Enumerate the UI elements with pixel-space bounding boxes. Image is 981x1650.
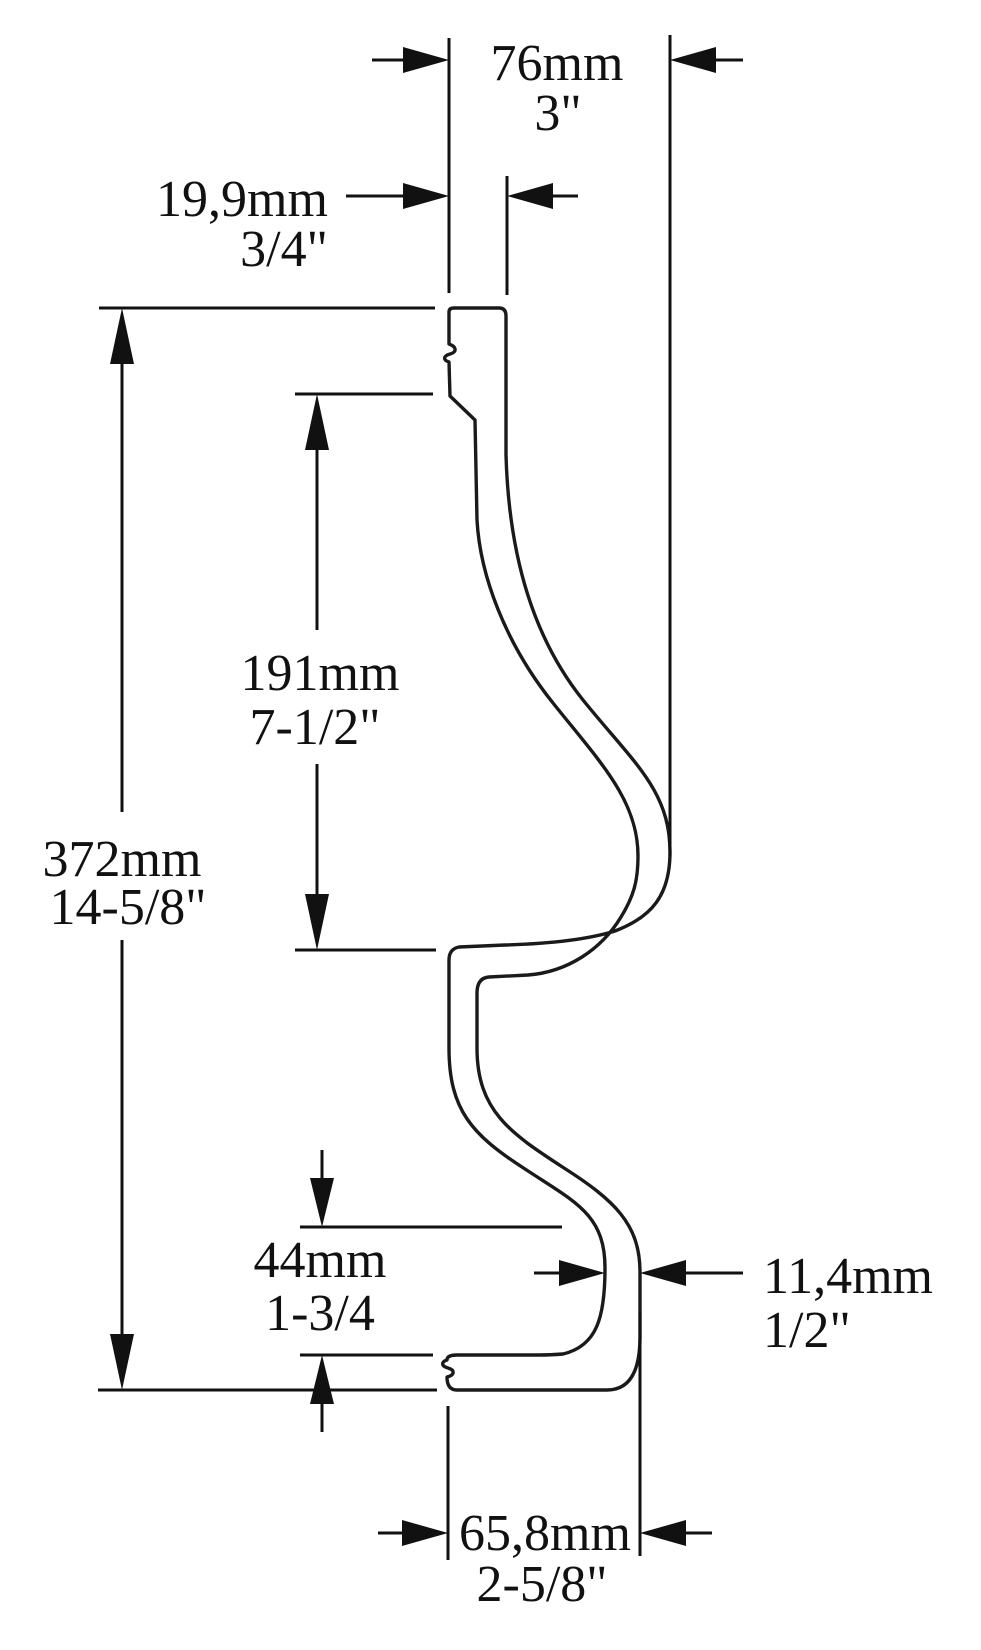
arrowhead-right-icon — [559, 1260, 605, 1286]
dim-bottom-height-inch: 1-3/4 — [265, 1285, 375, 1342]
dim-top-flange: 19,9mm 3/4" — [156, 171, 578, 295]
dim-wall-thickness-mm: 11,4mm — [763, 1248, 933, 1305]
arrowhead-down-icon — [305, 894, 329, 950]
dim-top-flange-mm: 19,9mm — [156, 171, 328, 228]
dim-top-width-inch: 3" — [534, 85, 581, 142]
dim-bottom-width: 65,8mm 2-5/8" — [378, 1312, 712, 1613]
dim-upper-height: 191mm 7-1/2" — [241, 392, 436, 952]
dim-bottom-height: 44mm 1-3/4 — [254, 1150, 562, 1432]
dim-wall-thickness: 11,4mm 1/2" — [534, 1248, 933, 1359]
arrowhead-right-icon — [402, 1520, 448, 1546]
arrowhead-left-icon — [640, 1520, 686, 1546]
arrowhead-left-icon — [640, 1260, 686, 1286]
molding-profile-outline — [440, 306, 672, 1392]
arrowhead-down-icon — [110, 1334, 134, 1390]
arrowhead-up-icon — [305, 394, 329, 450]
arrowhead-left-icon — [670, 47, 716, 73]
dim-top-width-mm: 76mm — [491, 35, 624, 92]
dim-overall-height-mm: 372mm — [43, 831, 202, 888]
profile-outline-path — [440, 306, 672, 1392]
dim-bottom-width-mm: 65,8mm — [459, 1505, 631, 1562]
dim-upper-height-mm: 191mm — [241, 645, 400, 702]
arrowhead-up-icon — [110, 308, 134, 364]
arrowhead-down-icon — [310, 1178, 334, 1227]
dim-bottom-height-mm: 44mm — [254, 1232, 387, 1289]
dim-top-width: 76mm 3" — [372, 35, 743, 856]
arrowhead-right-icon — [403, 47, 449, 73]
dim-overall-height: 372mm 14-5/8" — [43, 306, 437, 1392]
dim-overall-height-inch: 14-5/8" — [50, 879, 207, 936]
dim-wall-thickness-inch: 1/2" — [763, 1302, 851, 1359]
dim-top-flange-inch: 3/4" — [240, 221, 328, 278]
dim-upper-height-inch: 7-1/2" — [250, 699, 381, 756]
arrowhead-left-icon — [507, 183, 553, 209]
arrowhead-right-icon — [403, 183, 449, 209]
dim-bottom-width-inch: 2-5/8" — [477, 1556, 608, 1613]
arrowhead-up-icon — [310, 1355, 334, 1404]
